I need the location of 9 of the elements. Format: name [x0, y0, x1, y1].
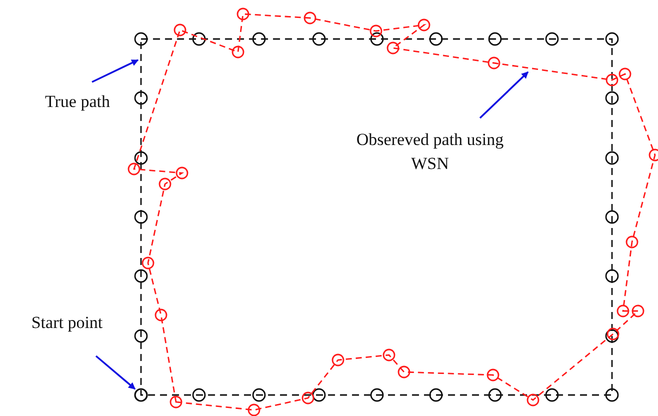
- true-path-drawing: [134, 32, 619, 402]
- leader-arrow: [95, 355, 136, 390]
- leader-arrow: [92, 59, 139, 83]
- callout-text: Obsereved path using WSN: [355, 128, 505, 176]
- observed-path-drawing: [128, 8, 658, 416]
- callout-text: True path: [20, 90, 135, 114]
- callout-text: Start point: [2, 311, 132, 335]
- start-point-marker: [134, 388, 148, 402]
- leader-arrow: [479, 71, 529, 119]
